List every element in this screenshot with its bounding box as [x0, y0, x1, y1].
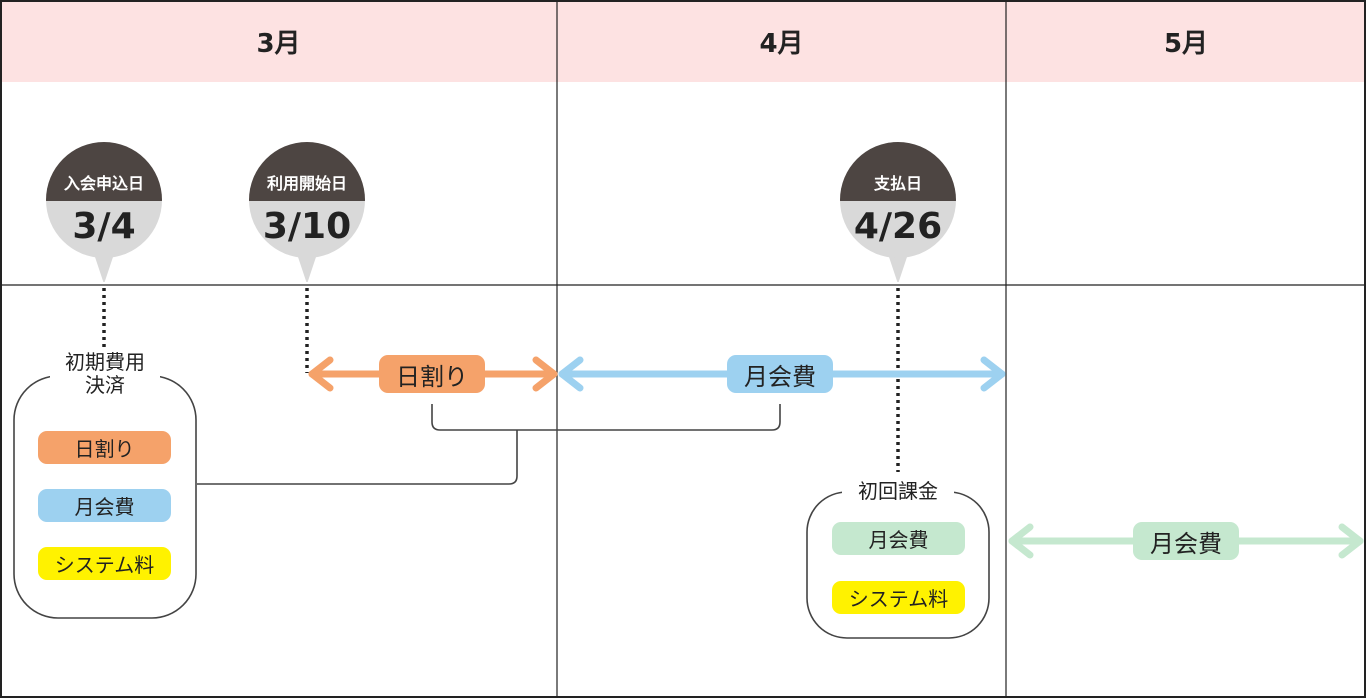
first-billing-box	[806, 491, 990, 639]
pin-start-date: 利用開始日 3/10	[249, 142, 365, 282]
fee-link-line	[197, 430, 518, 485]
first-billing-item-system-fee: システム料	[832, 581, 965, 614]
initial-item-daily: 日割り	[38, 431, 171, 464]
fee-bracket	[431, 404, 781, 431]
first-billing-item-monthly: 月会費	[832, 522, 965, 555]
initial-item-monthly: 月会費	[38, 489, 171, 522]
first-billing-title: 初回課金	[842, 480, 954, 503]
map-pin-icon	[840, 142, 956, 282]
month-header-band	[1, 1, 1365, 82]
map-pin-icon	[46, 142, 162, 282]
initial-payment-title: 初期費用 決済	[50, 351, 160, 397]
pin-pay-date: 支払日 4/26	[840, 142, 956, 282]
pin-date: 3/10	[262, 206, 352, 247]
pin-label: 利用開始日	[266, 174, 347, 193]
month-header-march: 3月	[256, 28, 301, 59]
pin-label: 支払日	[873, 174, 922, 193]
map-pin-icon	[249, 142, 365, 282]
arrow-label-monthly-may: 月会費	[1133, 522, 1239, 560]
arrow-label-monthly-april: 月会費	[727, 355, 833, 393]
pin-label: 入会申込日	[63, 174, 144, 193]
arrow-label-daily: 日割り	[379, 355, 485, 393]
month-header-may: 5月	[1163, 28, 1209, 59]
initial-item-system-fee: システム料	[38, 547, 171, 580]
month-header-april: 4月	[759, 28, 804, 59]
pin-apply-date: 入会申込日 3/4	[46, 142, 162, 282]
pin-date: 3/4	[72, 206, 136, 247]
pin-date: 4/26	[853, 206, 943, 247]
